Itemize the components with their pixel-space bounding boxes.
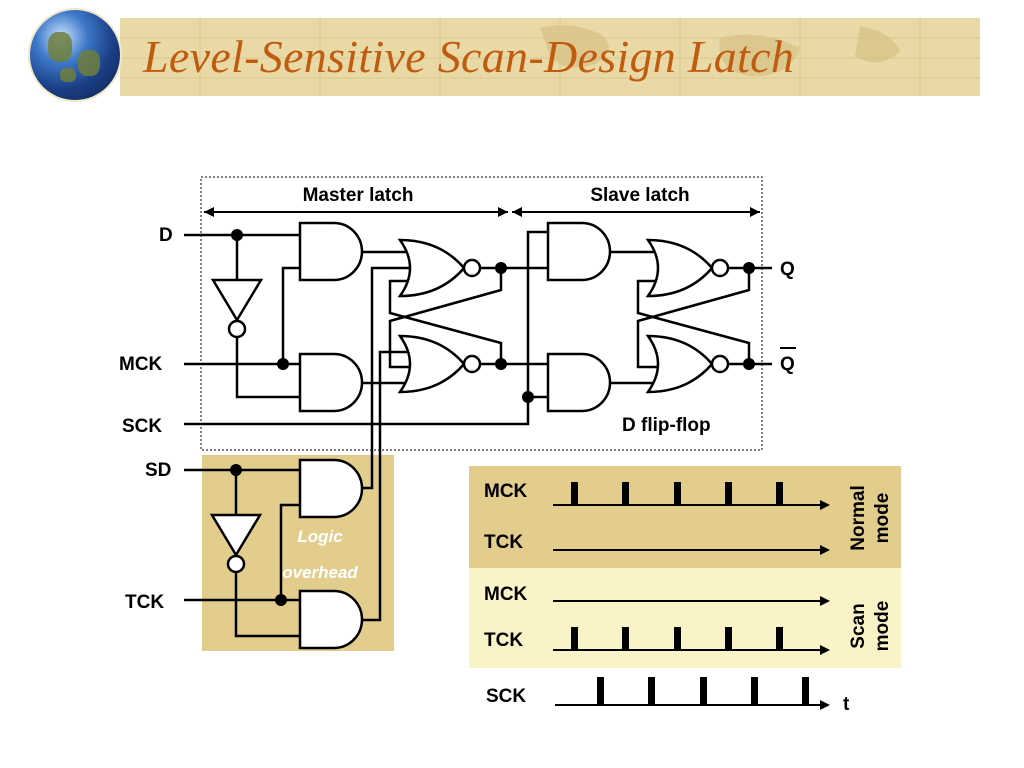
nor-gate-slave-top (645, 238, 730, 298)
normal-mode-label-line2: mode (872, 493, 893, 544)
scan-mode-region (469, 568, 901, 668)
and-gate-master-top (298, 221, 364, 282)
and-gate-sd-top (298, 458, 364, 519)
timing-normal-tck-label: TCK (484, 532, 523, 553)
master-latch-label: Master latch (303, 185, 414, 206)
timing-sck-label: SCK (486, 686, 526, 707)
d-flipflop-label: D flip-flop (622, 415, 711, 436)
logic-overhead-label-line2: overhead (282, 563, 358, 582)
input-sd-label: SD (145, 460, 171, 481)
and-gate-slave-bottom (546, 352, 612, 413)
input-mck-label: MCK (119, 354, 163, 375)
flipflop-dotted-boundary (200, 176, 763, 451)
globe-logo (30, 10, 120, 100)
title-banner (120, 18, 980, 96)
timing-scan-tck-label: TCK (484, 630, 523, 651)
scan-tck-pulses (571, 627, 783, 650)
scan-mode-label-line1: Scan (848, 603, 869, 648)
and-gate-slave-top (546, 221, 612, 282)
timing-scan-mck-label: MCK (484, 584, 528, 605)
input-tck-label: TCK (125, 592, 164, 613)
logic-overhead-region (202, 455, 394, 651)
slave-latch-label: Slave latch (590, 185, 689, 206)
nor-gate-slave-bottom (645, 334, 730, 394)
inverter-sd (209, 513, 263, 574)
inverter-d (210, 278, 264, 339)
output-qbar-label: Q (780, 354, 795, 375)
nor-gate-master-bottom (397, 334, 482, 394)
page-title: Level-Sensitive Scan-Design Latch (143, 31, 795, 82)
time-axis-label: t (843, 694, 850, 715)
scan-mode-label-line2: mode (872, 601, 893, 652)
banner-map-texture (120, 18, 980, 96)
logic-overhead-label-line1: Logic (297, 527, 343, 546)
normal-mode-region (469, 466, 901, 568)
sck-pulses (597, 677, 809, 705)
and-gate-sd-bottom (298, 589, 364, 650)
output-q-label: Q (780, 259, 795, 280)
master-latch-span-arrow (204, 207, 508, 217)
junction-dots (230, 229, 755, 606)
normal-mck-pulses (571, 482, 783, 505)
input-sck-label: SCK (122, 416, 162, 437)
input-d-label: D (159, 225, 173, 246)
normal-mode-label-line1: Normal (848, 485, 869, 550)
timing-normal-mck-label: MCK (484, 481, 528, 502)
slave-latch-span-arrow (512, 207, 760, 217)
nor-gate-master-top (397, 238, 482, 298)
and-gate-master-bottom (298, 352, 364, 413)
